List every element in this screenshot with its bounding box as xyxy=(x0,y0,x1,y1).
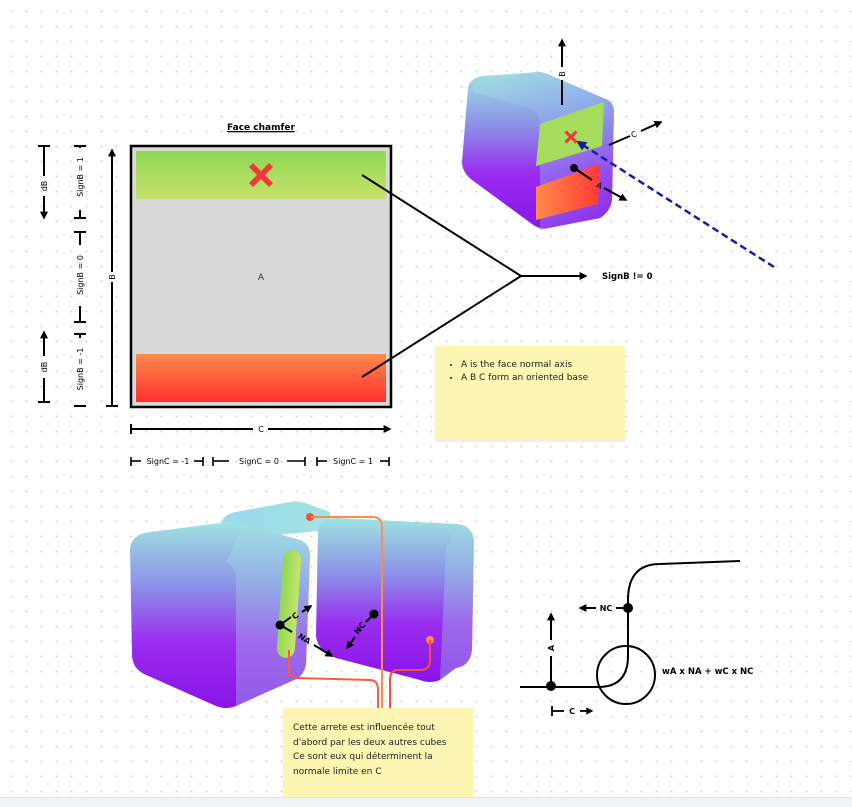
bottom-band xyxy=(136,354,386,402)
cube-orange-face xyxy=(536,164,600,220)
signb-0-label: SignB = 0 xyxy=(76,255,85,295)
page-title: Face chamfer xyxy=(227,123,295,133)
c-axis: C xyxy=(130,424,392,434)
signb-segments: SignB = 1 SignB = 0 SignB = -1 xyxy=(74,145,86,407)
db-top-label: dB xyxy=(40,181,49,192)
bottom-toolbar xyxy=(0,797,852,807)
note-edge-line: Ce sont eux qui déterminent la xyxy=(293,752,433,762)
signc-minus1-label: SignC = -1 xyxy=(147,457,190,466)
face-center-label: A xyxy=(258,273,265,283)
signc-0-label: SignC = 0 xyxy=(239,457,279,466)
note-edge-line: Cette arrete est influencée tout xyxy=(293,723,435,733)
cube-a-label: A xyxy=(595,181,605,192)
profile-nc-label: NC xyxy=(600,604,613,613)
note-basis-item: A is the face normal axis xyxy=(461,359,625,372)
db-bottom-label: dB xyxy=(40,362,49,373)
cross-icon xyxy=(249,163,273,187)
cubes-bottom: C NA NC xyxy=(130,501,474,712)
signb-1-label: SignB = 1 xyxy=(76,157,85,197)
b-axis-label: B xyxy=(108,274,117,280)
profile-formula: wA x NA + wC x NC xyxy=(662,667,753,677)
profile-a-label: A xyxy=(547,644,556,651)
profile-c-label: C xyxy=(569,707,575,716)
face-square: A xyxy=(129,144,393,409)
cube-cross-icon xyxy=(564,130,578,144)
db-bottom: dB xyxy=(38,330,50,403)
note-edge-line: d'abord par les deux autres cubes xyxy=(293,737,447,748)
db-top: dB xyxy=(38,145,50,220)
note-basis[interactable]: A is the face normal axis A B C form an … xyxy=(435,346,625,440)
cube-c-label: C xyxy=(630,129,639,140)
b-axis: B xyxy=(106,148,118,407)
cube-b-label: B xyxy=(558,71,567,77)
branch-result-label: SignB != 0 xyxy=(602,272,653,282)
note-edge[interactable]: Cette arrete est influencée tout d'abord… xyxy=(283,708,473,798)
c-axis-label: C xyxy=(258,425,264,434)
ray-dashed xyxy=(576,140,775,269)
bottom-c-label: C xyxy=(290,611,300,622)
edge-strip xyxy=(276,550,302,658)
signc-1-label: SignC = 1 xyxy=(333,457,373,466)
cube-top: B C A xyxy=(462,38,775,269)
signb-minus1-label: SignB = -1 xyxy=(76,348,85,391)
signc-segments: SignC = -1 SignC = 0 SignC = 1 xyxy=(130,457,390,466)
note-edge-line: normale limite en C xyxy=(293,766,382,777)
note-basis-list: A is the face normal axis A B C form an … xyxy=(435,359,625,384)
profile-diagram: NC A C wA x NA + wC x NC xyxy=(520,560,753,716)
note-basis-item: A B C form an oriented base xyxy=(461,372,625,385)
branch-connector: SignB != 0 xyxy=(361,174,653,378)
